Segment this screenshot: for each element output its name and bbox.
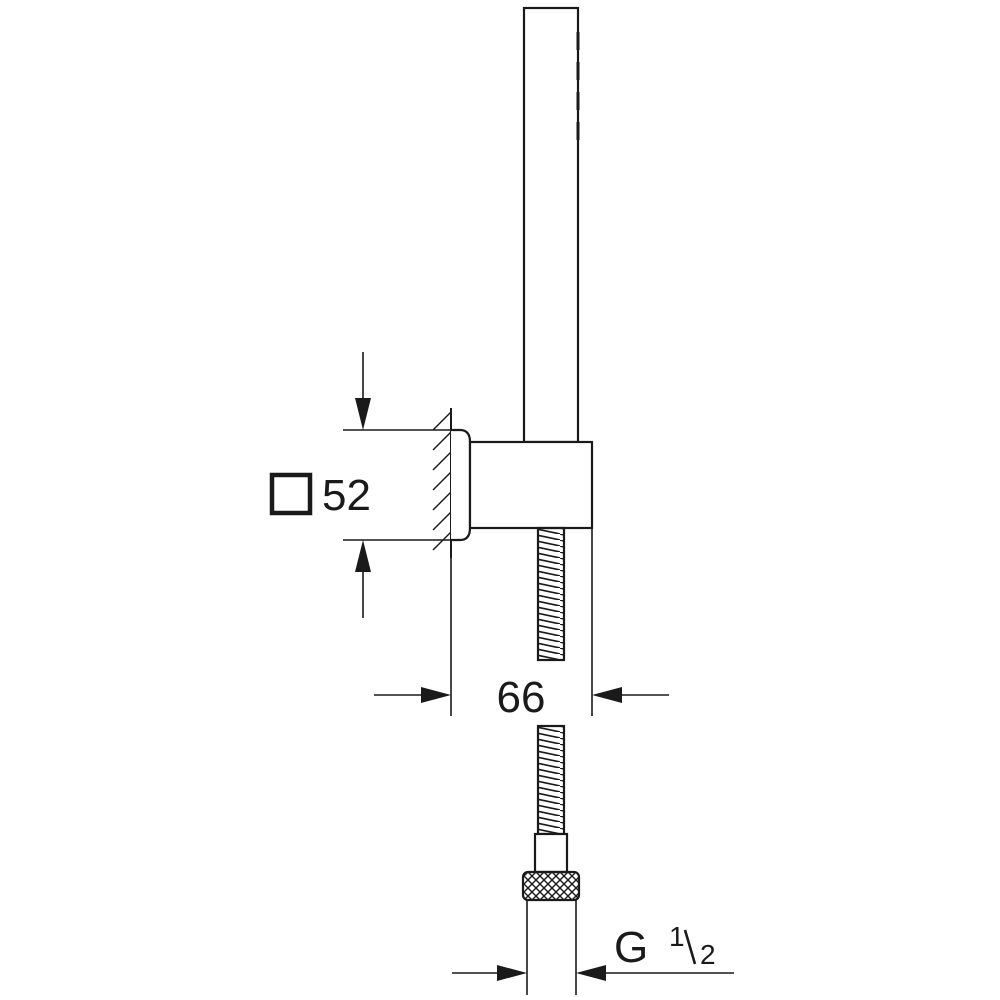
hose-connector: [521, 832, 581, 902]
hand-shower: [522, 6, 580, 444]
dimension-width-66: [374, 528, 669, 716]
arrow-left-icon: [592, 687, 622, 703]
arrow-right-icon: [497, 965, 527, 981]
connector-sleeve: [533, 832, 569, 874]
dimension-label-66: 66: [497, 673, 546, 722]
wall-flange: [451, 428, 472, 542]
dimension-thread: [452, 900, 734, 995]
thread-fraction-denominator: 2: [700, 939, 716, 970]
arrow-left-icon: [576, 965, 606, 981]
knurled-nut: [521, 870, 581, 902]
thread-label-g: G: [614, 923, 648, 972]
hose-lower: [536, 724, 566, 836]
arrow-up-icon: [355, 540, 371, 572]
square-symbol-icon: [269, 472, 313, 516]
hose-upper: [536, 526, 566, 662]
dimension-square-52: [343, 352, 451, 618]
arrow-down-icon: [355, 398, 371, 430]
dimension-label-52: 52: [322, 471, 371, 520]
holder-block: [468, 440, 594, 530]
thread-fraction-slash: [683, 929, 697, 965]
hand-shower-body: [522, 6, 580, 444]
arrow-right-icon: [421, 687, 451, 703]
thread-fraction-numerator: 1: [669, 921, 685, 952]
wall-holder: [451, 428, 594, 542]
